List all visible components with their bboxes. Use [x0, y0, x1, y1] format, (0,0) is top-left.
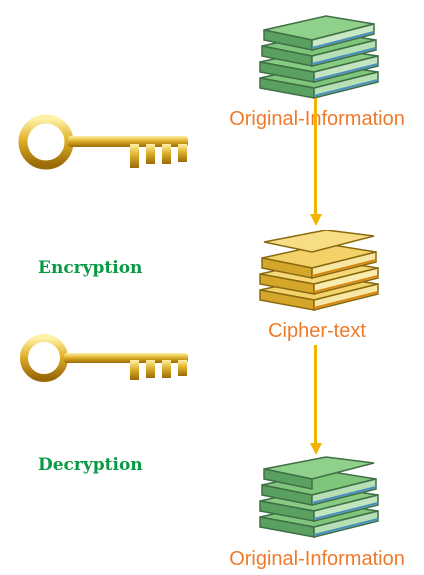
flow-arrow-2 — [314, 345, 317, 445]
decryption-label: Decryption — [38, 455, 143, 475]
golden-key-icon-decryption — [20, 334, 188, 382]
flow-arrow-1 — [314, 98, 317, 216]
original-information-bottom-label: Original-Information — [229, 548, 405, 570]
arrow-head-1-icon — [310, 214, 322, 226]
arrow-head-2-icon — [310, 443, 322, 455]
cipher-text-label: Cipher-text — [268, 320, 366, 342]
encryption-label: Encryption — [38, 258, 143, 278]
gold-book-stack-icon — [259, 230, 379, 311]
green-book-stack-icon — [259, 15, 379, 99]
original-information-top-label: Original-Information — [229, 108, 405, 130]
golden-key-icon — [18, 114, 188, 170]
green-book-stack-icon-bottom — [259, 456, 379, 538]
